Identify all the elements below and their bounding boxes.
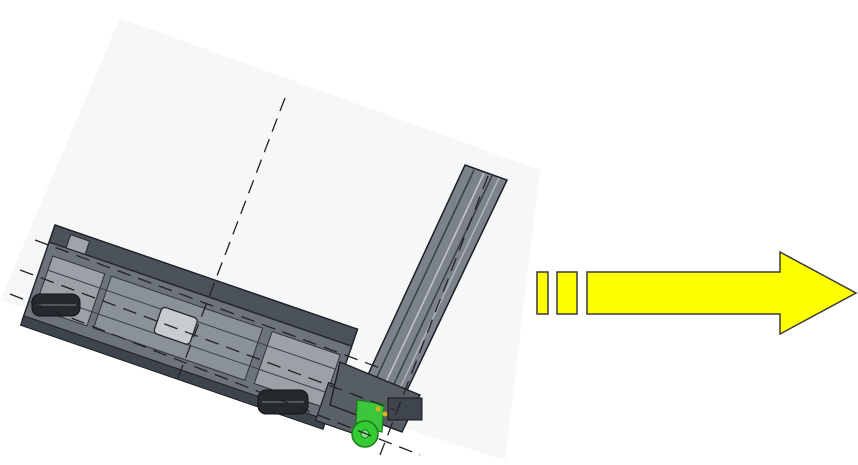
right-arrow-icon xyxy=(536,250,858,336)
handle-block xyxy=(65,234,91,256)
column-base xyxy=(329,361,423,433)
centerline-column xyxy=(379,175,489,456)
load-cell-bracket xyxy=(153,306,198,345)
column-groove-4 xyxy=(392,177,500,404)
arrow-dash-2 xyxy=(556,271,578,315)
caster-bolt-2 xyxy=(382,411,388,417)
caster-bolt-1 xyxy=(375,406,381,412)
centerline-long-1 xyxy=(9,293,421,456)
centerlines xyxy=(9,97,489,456)
column-groove-2 xyxy=(377,172,485,400)
column-groove-3 xyxy=(385,175,493,402)
platform-bottom-edge xyxy=(19,315,327,431)
column-base-plate xyxy=(387,397,423,421)
arrow-dash-1 xyxy=(536,271,549,315)
platform-scale xyxy=(9,97,509,456)
arrow-main xyxy=(586,250,858,336)
centerline-long-2 xyxy=(19,269,396,411)
foot-front xyxy=(31,293,81,317)
foot-rear xyxy=(257,389,309,415)
column-groove-1 xyxy=(367,169,475,397)
centerline-long-3 xyxy=(34,239,381,369)
centerline-vertical xyxy=(177,97,286,379)
